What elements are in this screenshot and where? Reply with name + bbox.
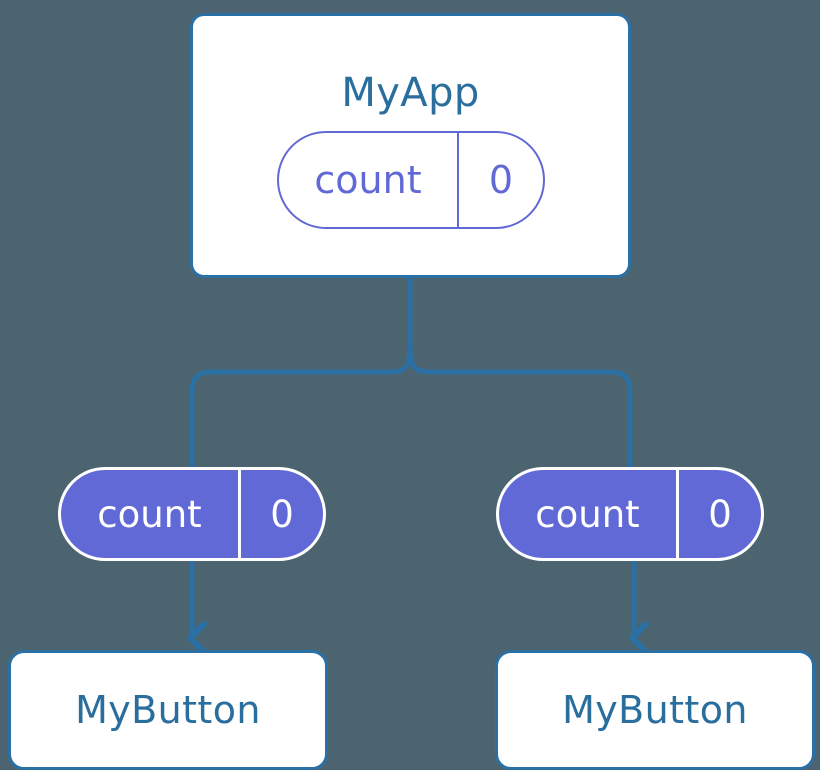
branch-line-left (189, 341, 413, 473)
component-node-mybutton-left[interactable]: MyButton (8, 650, 328, 770)
state-pill-child-right-key: count (499, 470, 679, 558)
state-pill-child-left-key: count (61, 470, 241, 558)
mybutton-right-label: MyButton (562, 688, 748, 732)
state-pill-child-left-value: 0 (270, 492, 294, 536)
state-pill-myapp-key: count (279, 133, 459, 227)
state-pill-myapp[interactable]: count 0 (277, 131, 545, 229)
state-pill-child-left[interactable]: count 0 (58, 467, 326, 561)
branch-line-right (407, 341, 633, 473)
state-pill-myapp-value: 0 (488, 158, 514, 202)
component-node-mybutton-right[interactable]: MyButton (495, 650, 815, 770)
state-pill-child-right[interactable]: count 0 (496, 467, 764, 561)
myapp-label: MyApp (341, 70, 480, 116)
state-pill-child-right-value: 0 (708, 492, 732, 536)
mybutton-left-label: MyButton (75, 688, 261, 732)
